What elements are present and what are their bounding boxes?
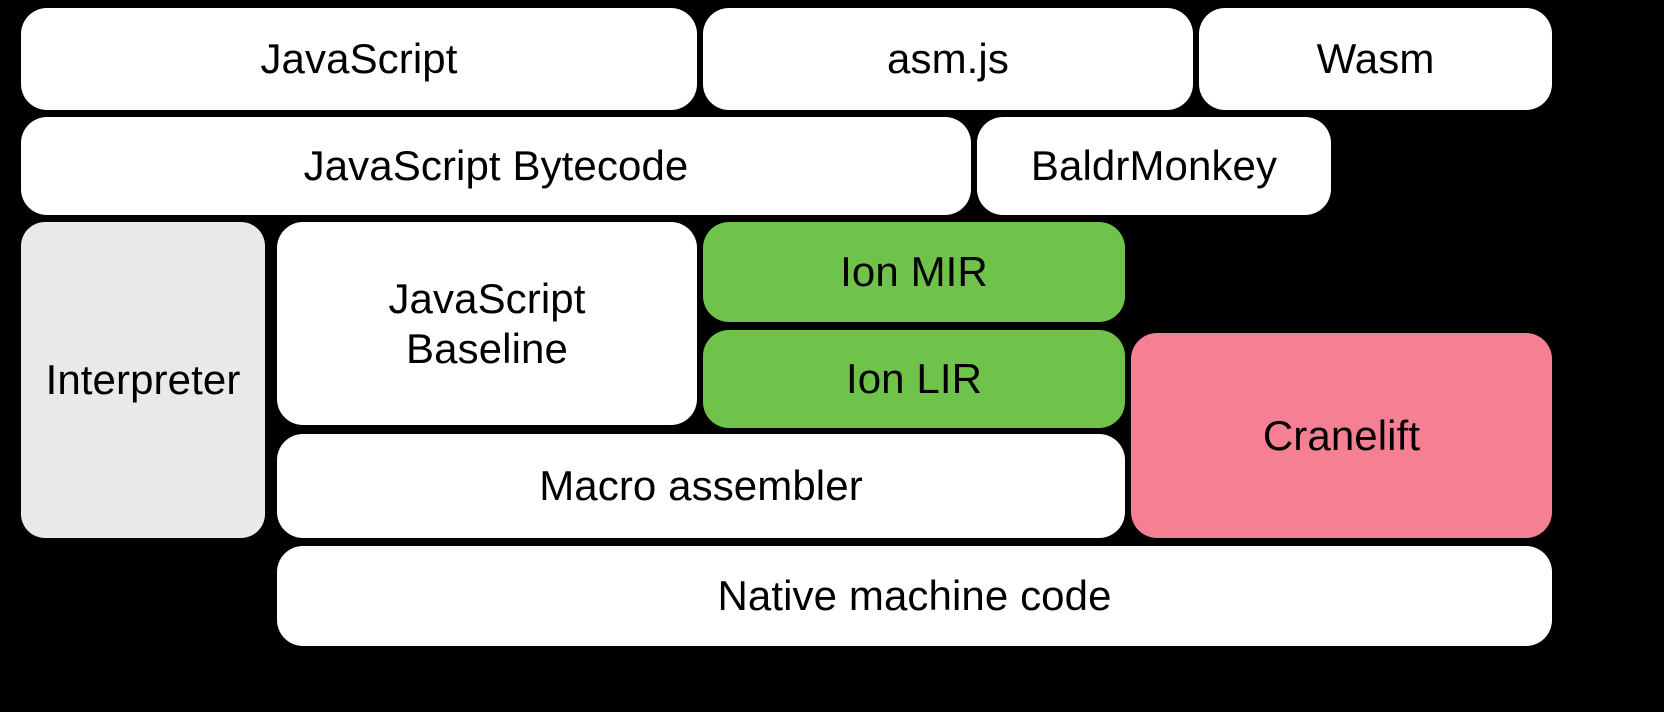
box-javascript-bytecode: JavaScript Bytecode bbox=[21, 117, 971, 215]
box-interpreter: Interpreter bbox=[21, 222, 265, 538]
box-native-machine-code: Native machine code bbox=[277, 546, 1552, 646]
box-baldrmonkey: BaldrMonkey bbox=[977, 117, 1331, 215]
box-wasm: Wasm bbox=[1199, 8, 1552, 110]
box-ion-mir: Ion MIR bbox=[703, 222, 1125, 322]
box-ion-lir: Ion LIR bbox=[703, 330, 1125, 428]
box-javascript-baseline: JavaScript Baseline bbox=[277, 222, 697, 425]
box-asm-js: asm.js bbox=[703, 8, 1193, 110]
box-javascript: JavaScript bbox=[21, 8, 697, 110]
box-cranelift: Cranelift bbox=[1131, 333, 1552, 538]
box-macro-assembler: Macro assembler bbox=[277, 434, 1125, 538]
